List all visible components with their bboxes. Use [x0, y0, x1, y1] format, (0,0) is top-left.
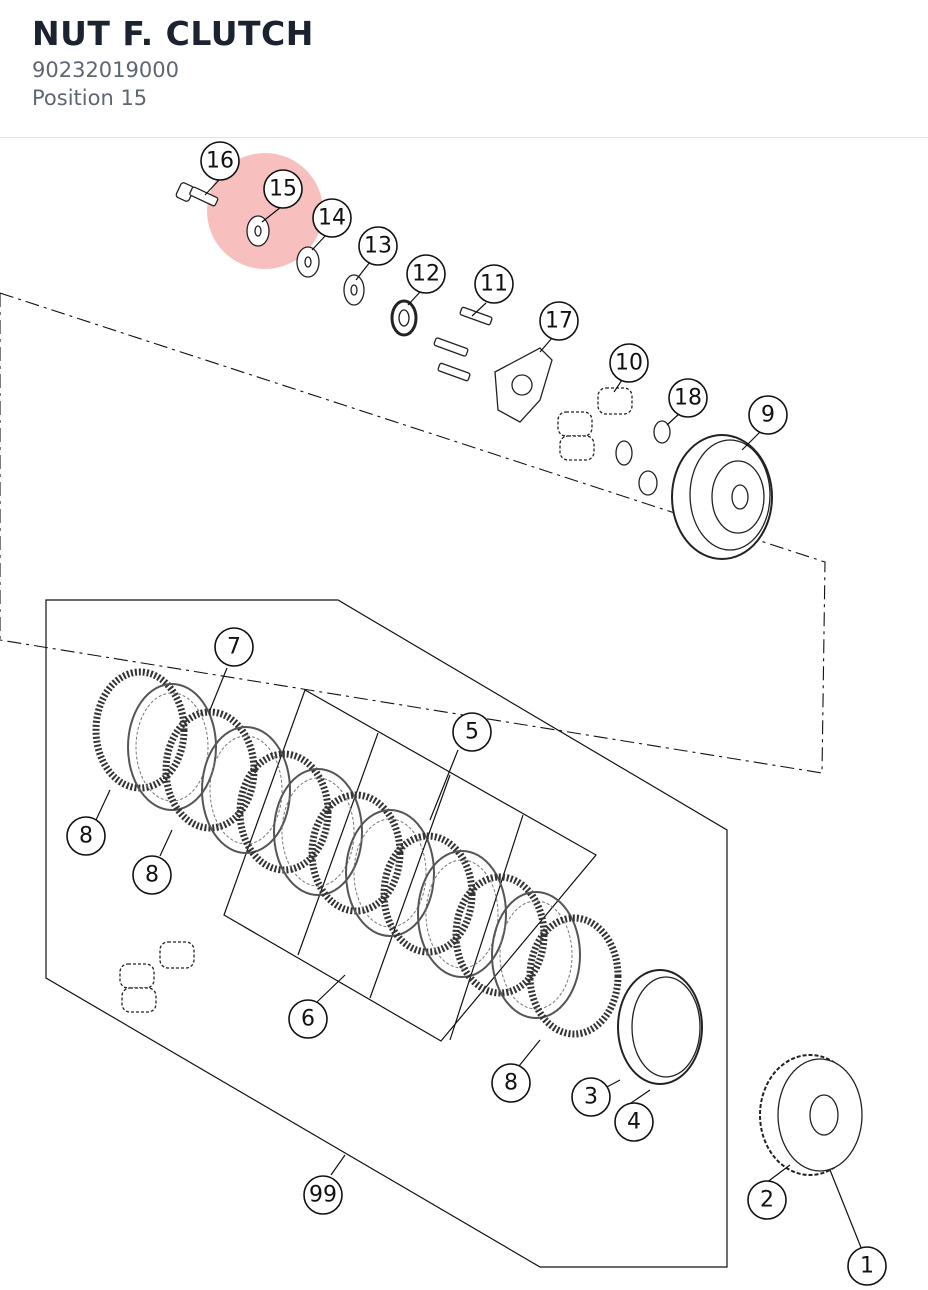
circlip-part-18a: [653, 420, 671, 444]
svg-text:15: 15: [269, 177, 297, 202]
callout-16[interactable]: 16: [200, 141, 240, 181]
callout-2[interactable]: 2: [747, 1180, 787, 1220]
callout-11[interactable]: 11: [474, 264, 514, 304]
bearing-part-12-hole: [398, 309, 410, 327]
part-title: NUT F. CLUTCH: [32, 14, 314, 53]
part-header: NUT F. CLUTCH 90232019000 Position 15: [0, 0, 928, 138]
washer-part-13-hole: [350, 284, 358, 296]
callout-7[interactable]: 7: [214, 627, 254, 667]
callout-6[interactable]: 6: [288, 999, 328, 1039]
circlip-part-18b: [615, 440, 633, 466]
spring-parts-10: [557, 387, 633, 461]
screw-parts-11: [433, 306, 493, 382]
axis-line-upper: [0, 292, 826, 774]
part-position: Position 15: [32, 86, 148, 110]
nut-part-15-hole: [254, 225, 262, 237]
svg-text:9: 9: [761, 403, 775, 428]
svg-text:14: 14: [318, 206, 346, 231]
assembly-outline: [45, 599, 728, 1268]
svg-text:8: 8: [145, 863, 159, 888]
callout-99[interactable]: 99: [303, 1175, 343, 1215]
exploded-parts-diagram: 16 15 14 13 12 11 17 10 18 9 7 5 8 8 6 8…: [0, 141, 887, 1286]
callout-1[interactable]: 1: [847, 1246, 887, 1286]
svg-text:6: 6: [301, 1007, 315, 1032]
svg-text:2: 2: [760, 1188, 774, 1213]
svg-text:18: 18: [674, 386, 702, 411]
callout-12[interactable]: 12: [406, 254, 446, 294]
svg-text:99: 99: [309, 1183, 337, 1208]
callout-8a[interactable]: 8: [66, 816, 106, 856]
washer-part-14-hole: [304, 256, 312, 268]
bolt-part-16: [175, 182, 219, 207]
svg-text:3: 3: [584, 1085, 598, 1110]
callout-3[interactable]: 3: [571, 1077, 611, 1117]
svg-text:8: 8: [504, 1071, 518, 1096]
callout-8c[interactable]: 8: [491, 1063, 531, 1103]
group-bracket-inner: [297, 732, 524, 1041]
clutch-basket-part-9: [671, 434, 773, 560]
circlip-part-18c: [638, 470, 658, 496]
assembly-springs: [119, 941, 195, 1013]
part-number: 90232019000: [32, 58, 179, 82]
callout-13[interactable]: 13: [358, 226, 398, 266]
svg-text:13: 13: [364, 234, 392, 259]
svg-text:4: 4: [627, 1110, 641, 1135]
svg-text:11: 11: [480, 272, 508, 297]
clutch-disc-stack: [92, 668, 622, 1038]
callout-15[interactable]: 15: [263, 169, 303, 209]
callout-4[interactable]: 4: [614, 1102, 654, 1142]
callout-8b[interactable]: 8: [132, 855, 172, 895]
ring-part-3-4: [617, 969, 703, 1085]
svg-text:12: 12: [412, 262, 440, 287]
svg-text:16: 16: [206, 149, 234, 174]
callout-9[interactable]: 9: [748, 395, 788, 435]
callout-5[interactable]: 5: [452, 712, 492, 752]
pressure-plate-part-17-hole: [511, 374, 533, 396]
svg-text:10: 10: [615, 351, 643, 376]
callout-17[interactable]: 17: [539, 301, 579, 341]
callout-14[interactable]: 14: [312, 198, 352, 238]
callout-10[interactable]: 10: [609, 343, 649, 383]
svg-text:1: 1: [860, 1254, 874, 1279]
svg-text:8: 8: [79, 824, 93, 849]
svg-text:7: 7: [227, 635, 241, 660]
callout-18[interactable]: 18: [668, 378, 708, 418]
group-bracket-5: [223, 689, 597, 1042]
svg-text:5: 5: [465, 720, 479, 745]
svg-text:17: 17: [545, 309, 573, 334]
inner-hub-part-2: [759, 1054, 863, 1176]
